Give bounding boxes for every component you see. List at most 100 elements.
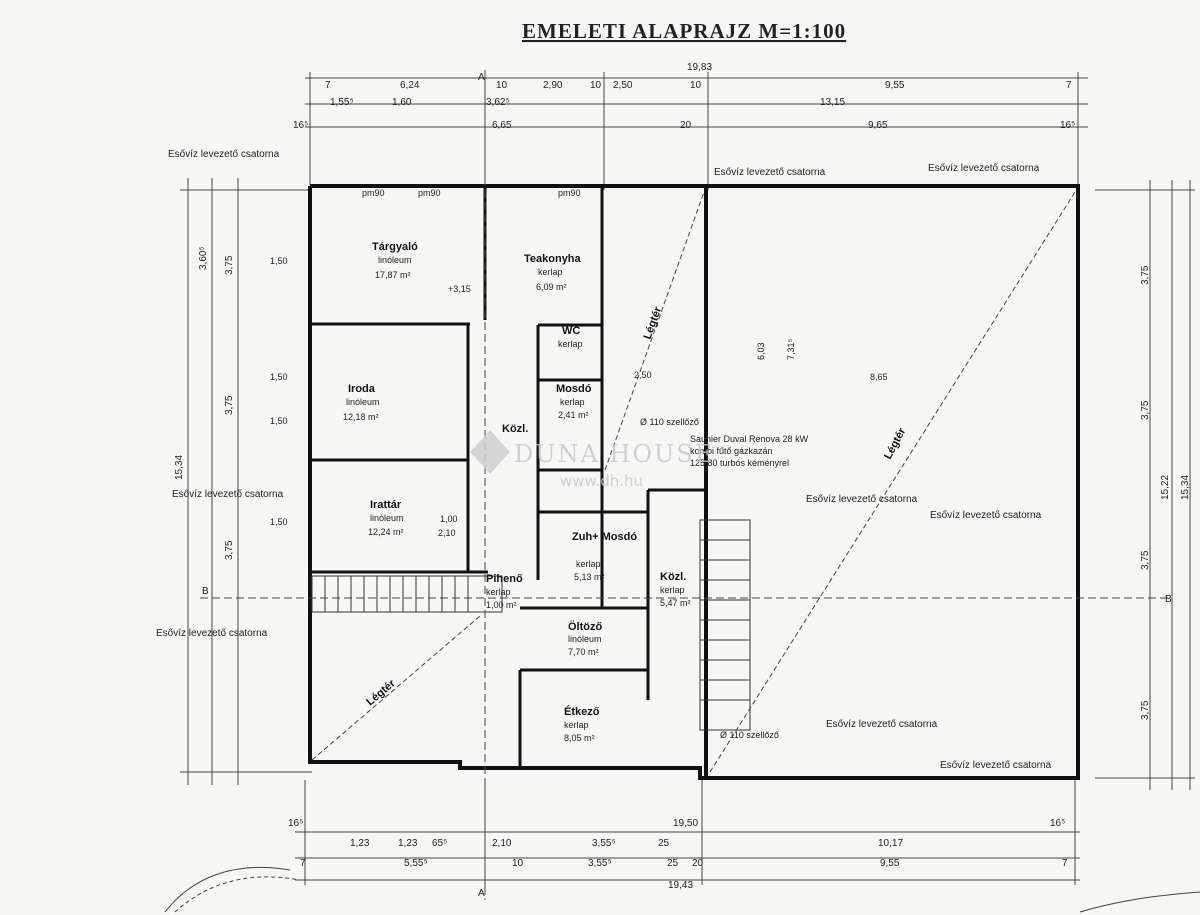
left-total-dimension: 15,34 (174, 455, 185, 480)
window-height: 1,50 (270, 517, 288, 527)
dim-text: 1,23 (350, 838, 370, 849)
watermark-url: www.dh.hu (560, 472, 643, 490)
room-name: Közl. (660, 571, 686, 583)
dim-text: 9,55 (880, 858, 900, 869)
right-total-dimension-2: 15,34 (1180, 475, 1191, 500)
window-height: 1,50 (270, 372, 288, 382)
dim-text: 10 (690, 80, 702, 91)
air-space-label: Légtér (642, 305, 665, 341)
dim-text: 16⁵ (288, 818, 303, 829)
room-floor: linóleum (370, 513, 404, 523)
room-area: 17,87 m² (375, 270, 411, 280)
dim-text: 7 (325, 80, 331, 91)
room-name: Közl. (502, 423, 528, 435)
dim-text: 10 (590, 80, 602, 91)
dim-text: 9,65 (868, 120, 888, 131)
dim-text: 3,75 (1140, 400, 1151, 420)
room-floor: kerlap (564, 720, 589, 730)
section-a-label: A (478, 888, 485, 899)
top-total-dimension: 19,83 (687, 62, 712, 73)
flue-note: Ø 110 szellőző (720, 730, 779, 740)
room-floor: kerlap (576, 559, 601, 569)
room-labels: Tárgyaló linóleum 17,87 m² Teakonyha ker… (343, 241, 691, 743)
watermark: DUNA HOUSE www.dh.hu (470, 430, 714, 490)
dim-text: 1,60 (392, 97, 412, 108)
boiler-note: 125/80 turbós kéményrel (690, 458, 789, 468)
boiler-note: kombi fűtő gázkazán (690, 446, 773, 456)
dim-text: 2,10 (492, 838, 512, 849)
stairs (311, 519, 751, 731)
dimension-note: 6,03 (756, 342, 766, 360)
dim-text: 16⁵ (293, 120, 308, 131)
dim-text: 3,62⁵ (486, 97, 510, 108)
site-boundary (164, 866, 1200, 913)
room-name: Öltöző (568, 620, 602, 633)
dim-text: 10 (512, 858, 524, 869)
downpipe-note: Esővíz levezető csatorna (714, 167, 826, 178)
room-floor: linóleum (568, 634, 602, 644)
room-name: Pihenő (486, 573, 523, 585)
door-mark: pm90 (558, 188, 581, 198)
dim-text: 10 (496, 80, 508, 91)
door-mark: pm90 (362, 188, 385, 198)
dimension-note: 7,31⁵ (786, 338, 796, 360)
room-name: Teakonyha (524, 253, 582, 265)
room-area: 2,41 m² (558, 410, 589, 420)
room-floor: kerlap (660, 585, 685, 595)
dim-text: 3,75 (1140, 700, 1151, 720)
dim-text: 7 (1062, 858, 1068, 869)
section-a-label: A (478, 72, 485, 83)
dim-text: 25 (667, 858, 679, 869)
air-space-label: Légtér (364, 677, 398, 708)
dim-text: 3,75 (1140, 265, 1151, 285)
dim-text: 7 (300, 858, 306, 869)
bottom-total-dimension-2: 19,43 (668, 880, 693, 891)
dim-text: 65⁵ (432, 838, 447, 849)
dim-text: 7 (1066, 80, 1072, 91)
dim-text: 3,55⁵ (592, 838, 616, 849)
door-dimension: 2,50 (634, 370, 652, 380)
room-area: 5,13 m² (574, 572, 605, 582)
room-name: WC (562, 325, 580, 337)
watermark-brand: DUNA HOUSE (514, 440, 714, 468)
room-floor: kerlap (486, 587, 511, 597)
top-dimension-lines: 19,83 7 6,24 10 2,90 10 2,50 10 9,55 7 1… (293, 62, 1088, 190)
room-name: Irattár (370, 499, 402, 511)
dim-text: 3,55⁵ (588, 858, 612, 869)
interior-walls (310, 186, 706, 768)
dim-text: 25 (658, 838, 670, 849)
dim-text: 6,65 (492, 120, 512, 131)
room-name: Iroda (348, 383, 376, 395)
bottom-total-dimension: 19,50 (673, 818, 698, 829)
downpipe-note: Esővíz levezető csatorna (172, 489, 284, 500)
outer-walls (308, 184, 1080, 780)
dim-text: 10,17 (878, 838, 903, 849)
room-name: Tárgyaló (372, 241, 418, 253)
dim-text: 1,23 (398, 838, 418, 849)
room-floor: kerlap (558, 339, 583, 349)
plan-title: EMELETI ALAPRAJZ M=1:100 (522, 19, 846, 43)
room-area: 6,09 m² (536, 282, 567, 292)
dim-text: 3,75 (1140, 550, 1151, 570)
bottom-dimension-lines: 19,50 16⁵ 1,23 1,23 65⁵ 2,10 3,55⁵ 25 10… (288, 780, 1080, 895)
room-area: 5,47 m² (660, 598, 691, 608)
section-markers: A A B B (200, 70, 1172, 900)
door-dimension: 2,10 (438, 528, 456, 538)
dim-text: 16⁵ (1050, 818, 1065, 829)
room-name: Zuh+ Mosdó (572, 531, 637, 543)
air-space-diagonals (311, 191, 1076, 773)
section-b-label: B (202, 586, 209, 597)
room-area: 12,18 m² (343, 412, 379, 422)
dim-text: 2,50 (613, 80, 633, 91)
window-height: 1,50 (270, 256, 288, 266)
dim-text: 16⁵ (1060, 120, 1075, 131)
flue-note: Ø 110 szellőző (640, 417, 699, 427)
side-dimension-lines: 15,34 15,22 15,34 3,60⁵ 3,75 3,75 3,75 3… (174, 178, 1195, 790)
room-name: Étkező (564, 705, 600, 718)
room-area: 12,24 m² (368, 527, 404, 537)
room-name: Mosdó (556, 383, 592, 395)
downpipe-note: Esővíz levezető csatorna (826, 719, 938, 730)
dim-text: 3,75 (224, 540, 235, 560)
dim-text: 20 (680, 120, 692, 131)
